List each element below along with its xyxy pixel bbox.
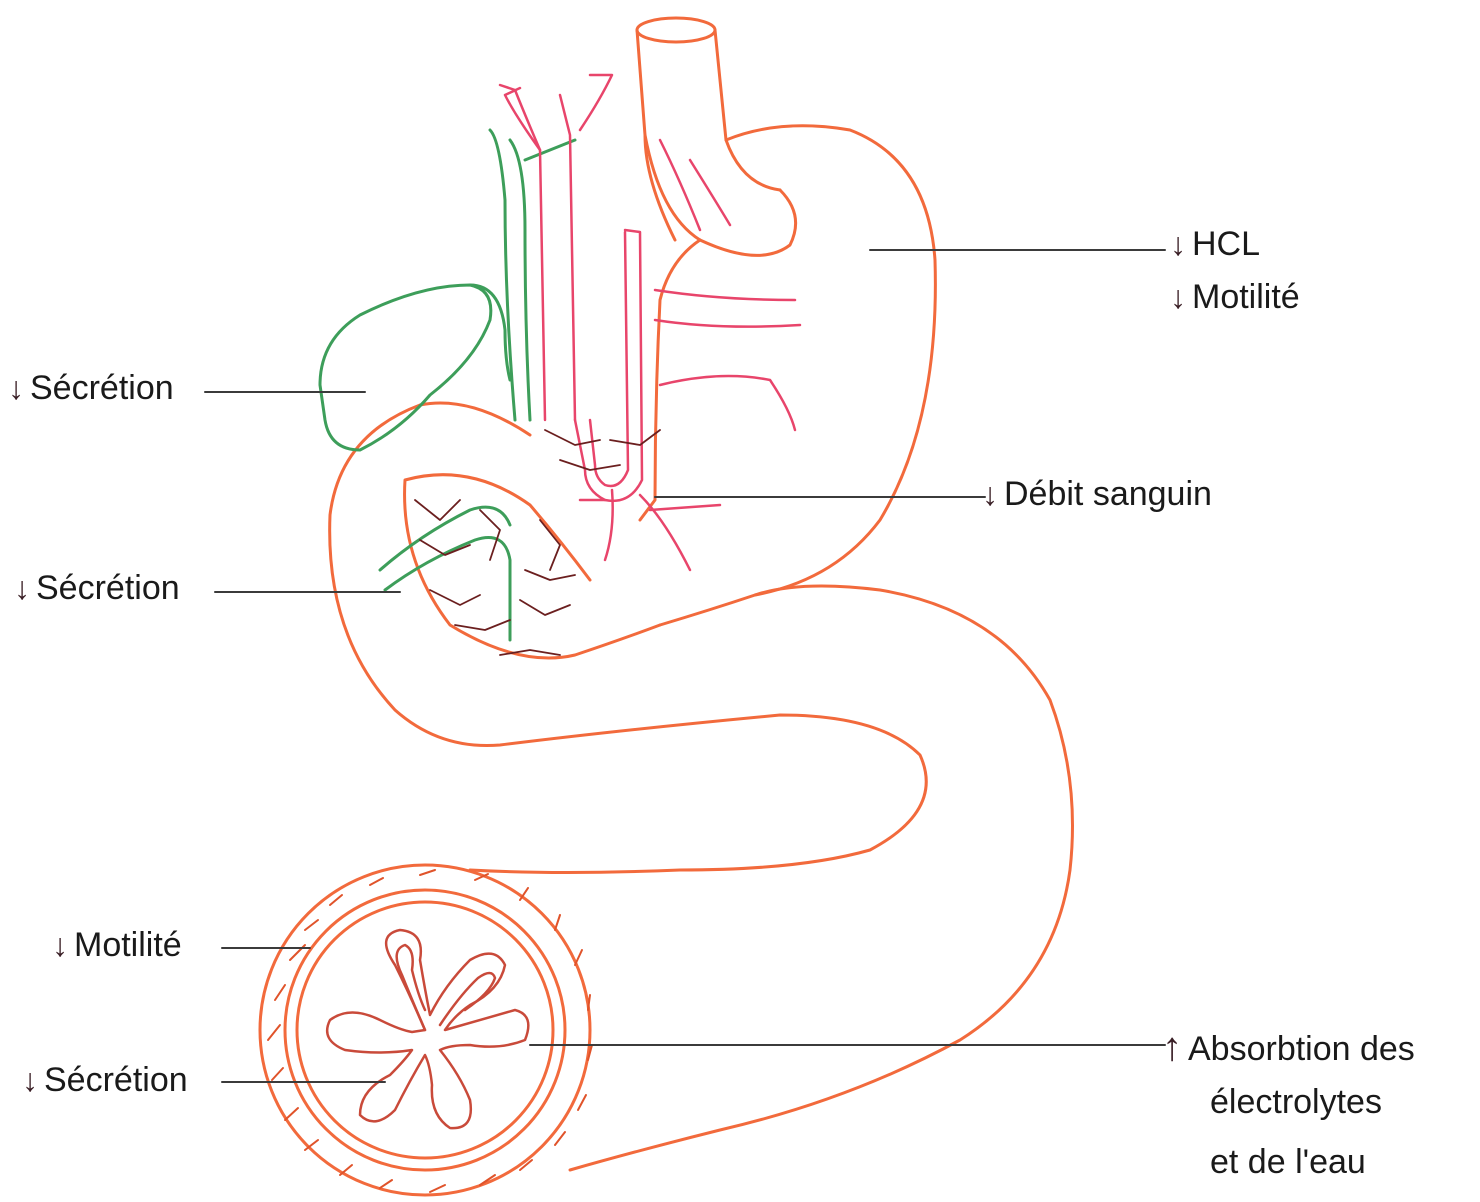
- label-intestine-secretion: ↓Sécrétion: [22, 1058, 188, 1104]
- pancreatic-vessels: [415, 430, 660, 655]
- label-absorption-line3: et de l'eau: [1210, 1140, 1366, 1186]
- label-stomach-motility: ↓Motilité: [1170, 275, 1300, 321]
- down-arrow-icon: ↓: [1170, 279, 1186, 315]
- label-absorption-line2: électrolytes: [1210, 1080, 1382, 1126]
- label-absorption: ↑Absorbtion des: [1162, 1020, 1415, 1074]
- label-pancreas-secretion-text: Sécrétion: [36, 569, 180, 607]
- down-arrow-icon: ↓: [8, 370, 24, 406]
- down-arrow-icon: ↓: [52, 927, 68, 963]
- label-hcl: ↓HCL: [1170, 222, 1260, 268]
- label-intestine-motility: ↓Motilité: [52, 923, 182, 969]
- intestinal-villi: [327, 930, 528, 1128]
- label-intestine-secretion-text: Sécrétion: [44, 1061, 188, 1099]
- label-blood-flow: ↓Débit sanguin: [982, 472, 1212, 518]
- label-gallbladder-secretion: ↓Sécrétion: [8, 366, 174, 412]
- label-intestine-motility-text: Motilité: [74, 926, 182, 964]
- down-arrow-icon: ↓: [22, 1062, 38, 1098]
- leader-lines: [205, 250, 1165, 1082]
- label-stomach-motility-text: Motilité: [1192, 278, 1300, 316]
- label-pancreas-secretion: ↓Sécrétion: [14, 566, 180, 612]
- label-gallbladder-secretion-text: Sécrétion: [30, 369, 174, 407]
- label-hcl-text: HCL: [1192, 225, 1260, 263]
- gallbladder-biliary: [320, 130, 575, 640]
- down-arrow-icon: ↓: [1170, 226, 1186, 262]
- stomach: [640, 126, 935, 625]
- down-arrow-icon: ↓: [14, 570, 30, 606]
- down-arrow-icon: ↓: [982, 476, 998, 512]
- label-absorption-line1: Absorbtion des: [1188, 1030, 1415, 1068]
- label-blood-flow-text: Débit sanguin: [1004, 475, 1212, 513]
- arterial-vessels: [500, 75, 800, 570]
- up-arrow-icon: ↑: [1162, 1025, 1182, 1069]
